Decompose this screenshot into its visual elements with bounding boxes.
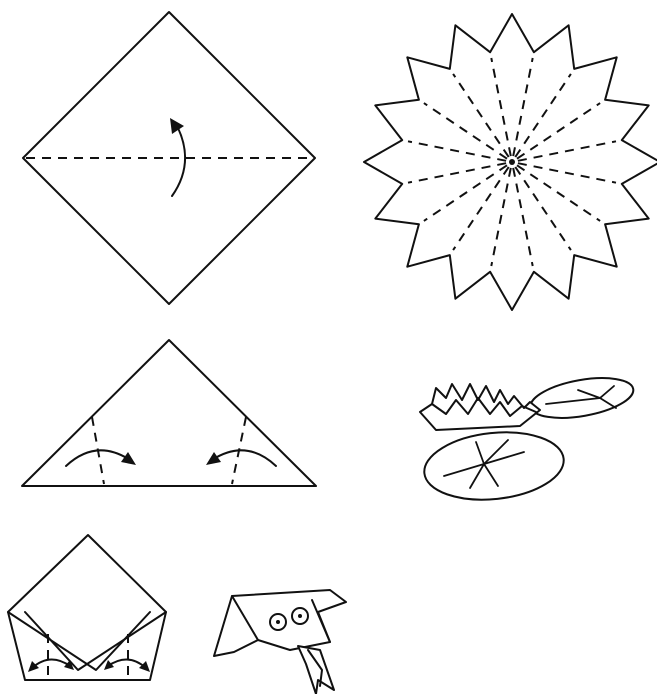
step-lily-pads <box>420 371 636 506</box>
step-diamond-square <box>23 12 315 304</box>
step-triangle <box>22 340 316 486</box>
lily-pad-large <box>421 426 567 506</box>
lily-pad-small <box>528 371 637 425</box>
step-frog <box>214 590 346 694</box>
frog-leg <box>298 646 334 694</box>
frog-right-pupil <box>298 614 302 618</box>
step-star-flower <box>364 14 657 310</box>
step-pentagon <box>8 535 166 680</box>
triangle-paper <box>22 340 316 486</box>
frog-left-pupil <box>276 620 280 624</box>
pentagon-paper <box>8 535 166 680</box>
star-center <box>509 159 515 165</box>
